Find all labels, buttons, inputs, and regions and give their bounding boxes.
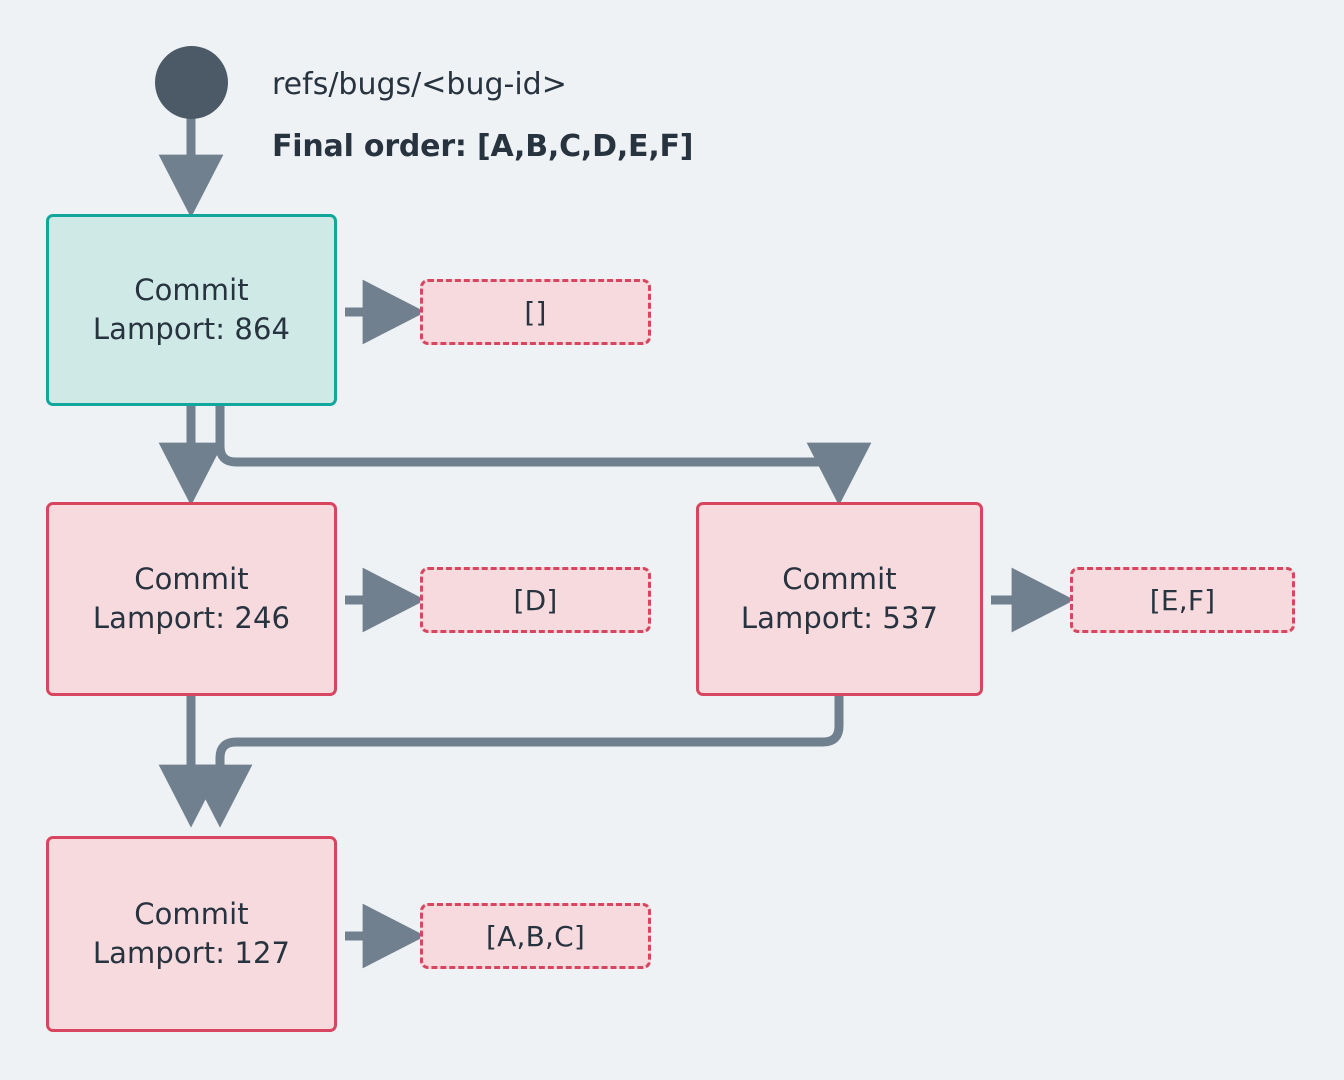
- bucket-246[interactable]: [D]: [420, 567, 651, 633]
- commit-node-246[interactable]: Commit Lamport: 246: [46, 502, 337, 696]
- commit-node-864-line1: Commit: [134, 273, 249, 308]
- edge-537-to-127: [187, 696, 844, 828]
- commit-node-864[interactable]: Commit Lamport: 864: [46, 214, 337, 406]
- commit-node-246-line1: Commit: [134, 562, 249, 597]
- bucket-246-label: [D]: [513, 583, 558, 617]
- bucket-127-label: [A,B,C]: [486, 919, 585, 953]
- bucket-537-label: [E,F]: [1149, 583, 1216, 617]
- ref-path-label: refs/bugs/<bug-id>: [272, 67, 567, 102]
- bucket-864[interactable]: []: [420, 279, 651, 345]
- commit-node-537-line2: Lamport: 537: [740, 601, 939, 635]
- commit-node-127-line1: Commit: [134, 897, 249, 932]
- bucket-864-label: []: [524, 295, 547, 329]
- commit-node-537-line1: Commit: [782, 562, 897, 597]
- root-ref-node[interactable]: [155, 46, 228, 119]
- commit-node-537[interactable]: Commit Lamport: 537: [696, 502, 983, 696]
- bucket-537[interactable]: [E,F]: [1070, 567, 1295, 633]
- commit-node-246-line2: Lamport: 246: [92, 601, 291, 635]
- edge-864-to-537: [215, 406, 872, 506]
- final-order-label: Final order: [A,B,C,D,E,F]: [272, 129, 694, 164]
- commit-node-127[interactable]: Commit Lamport: 127: [46, 836, 337, 1032]
- commit-node-864-line2: Lamport: 864: [92, 312, 291, 346]
- bucket-127[interactable]: [A,B,C]: [420, 903, 651, 969]
- commit-node-127-line2: Lamport: 127: [92, 936, 291, 970]
